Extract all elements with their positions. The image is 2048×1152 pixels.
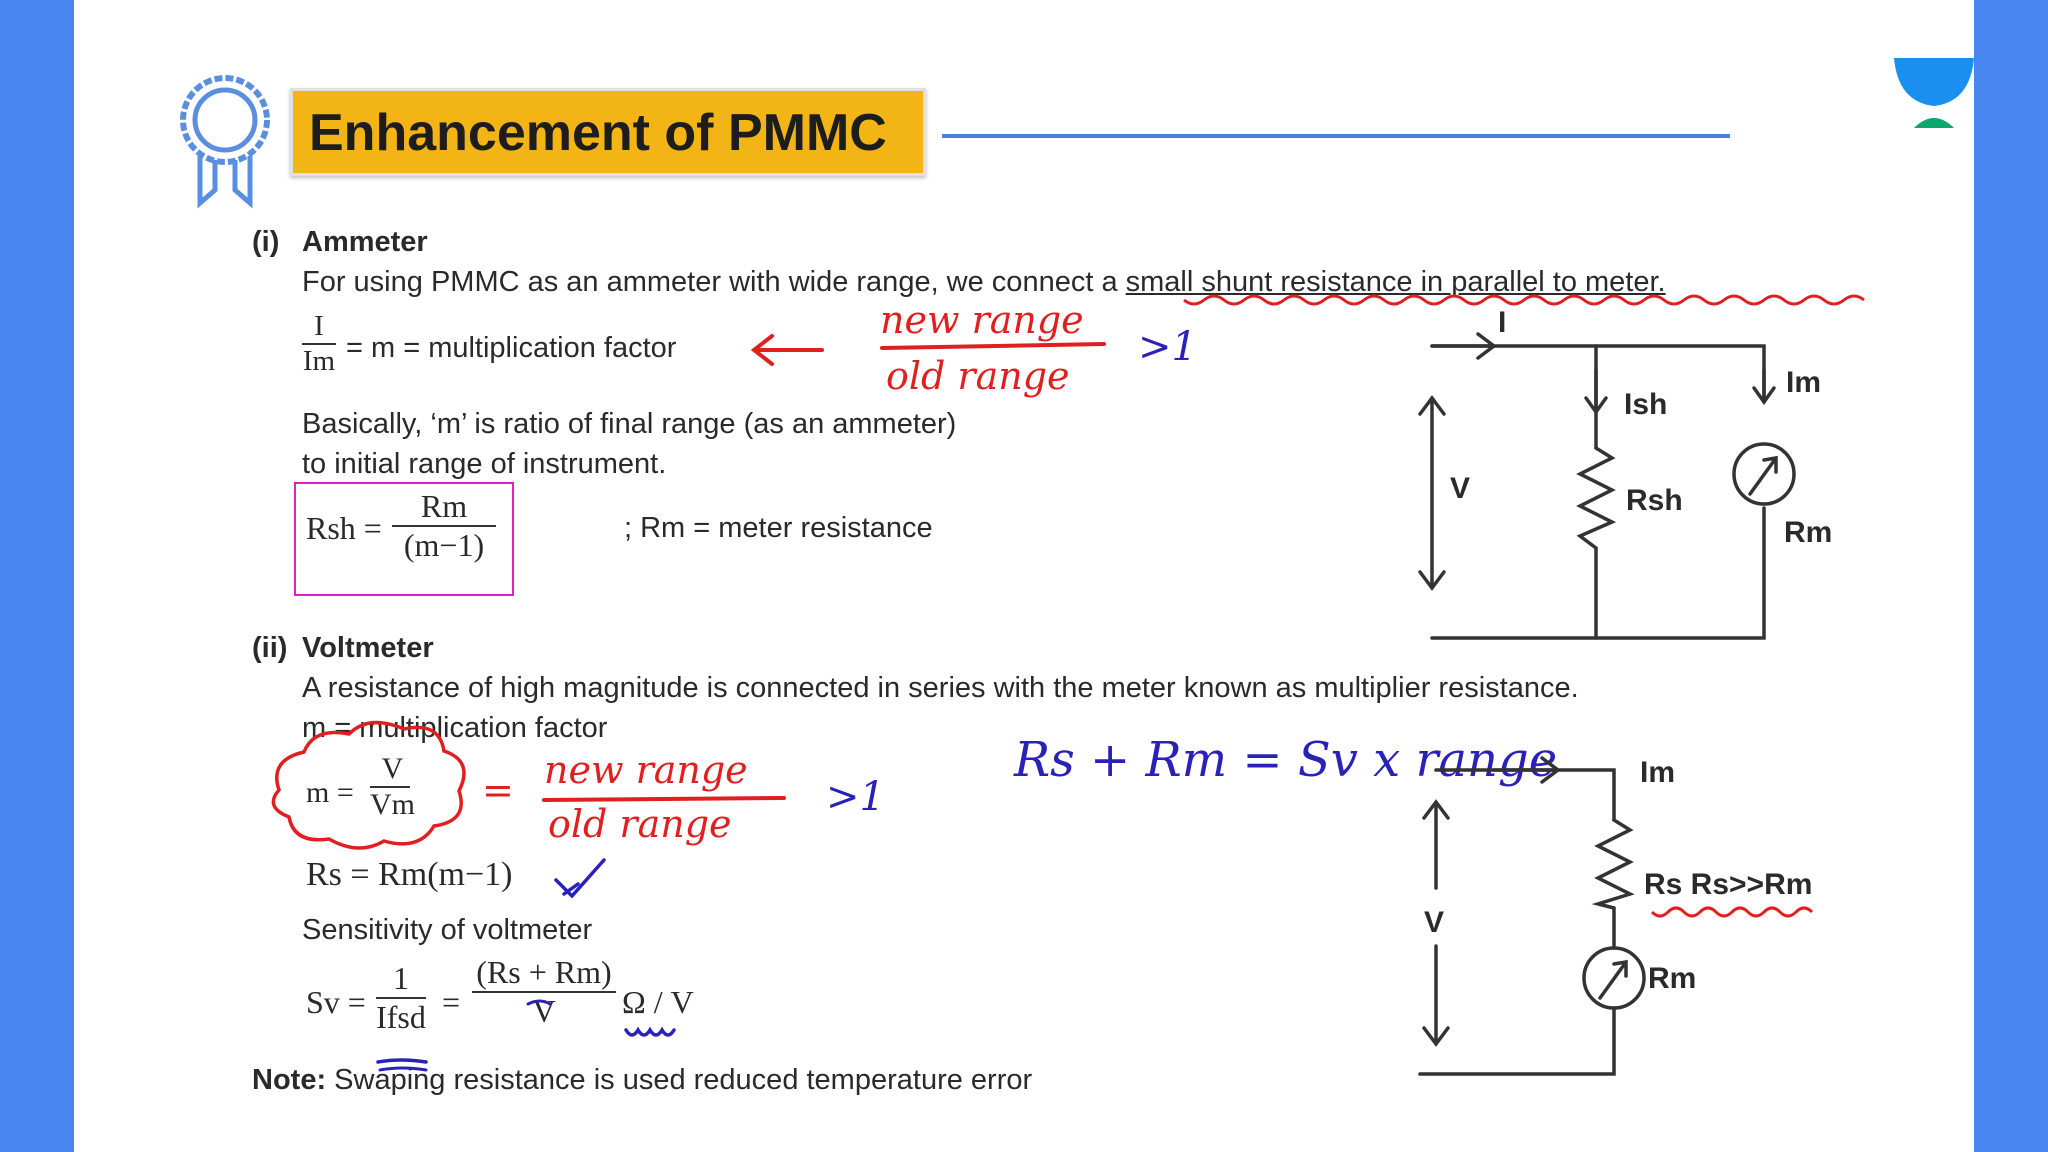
arrow-Ish xyxy=(1584,368,1608,416)
blue-underline-ifsd-2 xyxy=(378,1066,428,1072)
fraction-bar xyxy=(302,343,336,345)
galvanometer-icon xyxy=(1582,946,1646,1010)
sv-denominator-1: Ifsd xyxy=(376,999,426,1035)
ratio-numerator: I xyxy=(314,310,324,342)
circuit-label-Im: Im xyxy=(1786,366,1822,399)
blue-mark xyxy=(526,999,552,1006)
wavy-underline xyxy=(1183,294,1865,306)
basically-line2: to initial range of instrument. xyxy=(302,448,667,480)
page-title: Enhancement of PMMC xyxy=(309,104,887,162)
arrow-Im-v xyxy=(1492,756,1561,784)
sv-unit: Ω / V xyxy=(622,984,694,1020)
sv-numerator-2: (Rs + Rm) xyxy=(476,954,612,990)
wavy-underline-rs xyxy=(1650,906,1814,918)
note-label: Note: xyxy=(252,1064,327,1096)
galvanometer-icon xyxy=(1732,442,1796,506)
basically-line1: Basically, ‘m’ is ratio of final range (… xyxy=(302,408,957,440)
note-old-range: old range xyxy=(886,354,1070,398)
blue-underline-ifsd xyxy=(376,1058,428,1064)
brand-logo-icon xyxy=(1876,26,1974,142)
slide: Enhancement of PMMC (i) Ammeter For usin… xyxy=(74,0,1974,1152)
ammeter-intro: For using PMMC as an ammeter with wide r… xyxy=(302,266,1666,299)
resistor-Rs xyxy=(1591,818,1635,910)
note-new-range-v: new range xyxy=(544,748,748,792)
red-fraction-bar-v xyxy=(542,796,786,802)
m-fraction: V Vm xyxy=(370,752,415,822)
ammeter-heading-number: (i) xyxy=(252,226,280,258)
fraction-bar xyxy=(370,786,410,788)
wire-bottom xyxy=(1430,506,1766,640)
sv-numerator-1: 1 xyxy=(393,960,409,996)
circuit-label-Rm-v: Rm xyxy=(1648,962,1697,995)
circuit-label-V: V xyxy=(1450,472,1471,505)
sv-equals: = xyxy=(442,984,461,1020)
ammeter-heading: Ammeter xyxy=(302,226,428,258)
note-text: Swaping resistance is used reduced tempe… xyxy=(334,1064,1033,1096)
circuit-label-V-v: V xyxy=(1424,906,1445,939)
fraction-bar xyxy=(472,991,616,993)
red-cloud xyxy=(271,720,466,850)
voltmeter-heading-number: (ii) xyxy=(252,632,288,664)
ammeter-intro-underlined: small shunt resistance in parallel to me… xyxy=(1125,266,1666,298)
wire-bottom-v xyxy=(1418,1006,1616,1076)
rsh-fraction: Rm (m−1) xyxy=(392,488,496,564)
voltmeter-heading: Voltmeter xyxy=(302,632,434,664)
blue-squiggle xyxy=(624,1026,676,1037)
ratio-rhs: = m = multiplication factor xyxy=(346,332,677,364)
note-sensitivity-range: Rs + Rm = Sv x range xyxy=(1014,732,1558,788)
circuit-label-Im-v: Im xyxy=(1640,756,1676,789)
wire-top-v xyxy=(1434,768,1616,822)
rsh-formula-box xyxy=(294,482,514,596)
arrow-V xyxy=(1418,395,1446,591)
voltmeter-m-definition: m = multiplication factor xyxy=(302,712,608,744)
rm-definition: ; Rm = meter resistance xyxy=(624,512,933,544)
rsh-lhs: Rsh = xyxy=(306,510,382,546)
red-fraction-bar xyxy=(880,342,1106,350)
voltmeter-circuit xyxy=(1418,756,1646,1076)
galvanometer-needle xyxy=(1598,959,1628,1000)
rsh-denominator: (m−1) xyxy=(403,527,485,563)
arrow-V-v xyxy=(1422,799,1450,1047)
resistor-Rsh xyxy=(1576,446,1617,550)
fraction-bar xyxy=(392,525,496,527)
voltmeter-intro: A resistance of high magnitude is connec… xyxy=(302,672,1579,704)
sv-fraction-2: (Rs + Rm) V xyxy=(472,954,616,1030)
ammeter-circuit xyxy=(1418,332,1796,640)
ammeter-intro-text: For using PMMC as an ammeter with wide r… xyxy=(302,266,1126,298)
m-lhs: m = xyxy=(306,776,354,809)
circuit-label-Ish: Ish xyxy=(1624,388,1668,421)
galvanometer-needle xyxy=(1748,455,1778,496)
blue-check xyxy=(554,858,606,899)
circuit-label-Rm: Rm xyxy=(1784,516,1833,549)
m-numerator: V xyxy=(381,752,404,785)
title-rule xyxy=(942,134,1730,138)
rsh-numerator: Rm xyxy=(420,488,468,524)
ratio-fraction: I Im xyxy=(302,310,336,378)
note-equals: = xyxy=(482,768,514,812)
annotation-strokes xyxy=(271,294,1865,1072)
note-old-range-v: old range xyxy=(548,802,732,846)
arrow-Im xyxy=(1752,368,1776,406)
circuit-label-Rsh: Rsh xyxy=(1626,484,1683,517)
sensitivity-label: Sensitivity of voltmeter xyxy=(302,914,593,946)
rs-formula: Rs = Rm(m−1) xyxy=(306,856,513,893)
ratio-denominator: Im xyxy=(302,345,336,377)
red-arrow xyxy=(750,334,824,366)
note-new-range: new range xyxy=(880,298,1084,342)
m-denominator: Vm xyxy=(370,788,415,821)
title-box: Enhancement of PMMC xyxy=(290,88,926,176)
arrow-I xyxy=(1430,332,1497,360)
circuit-label-I: I xyxy=(1498,306,1507,339)
sv-lhs: Sv = xyxy=(306,984,366,1020)
sv-fraction-1: 1 Ifsd xyxy=(376,960,426,1036)
note-line: Note: Swaping resistance is used reduced… xyxy=(252,1064,1032,1097)
fraction-bar xyxy=(376,997,426,999)
circuit-label-Rs: Rs Rs>>Rm xyxy=(1644,868,1813,901)
ribbon-badge-icon xyxy=(180,75,270,209)
note-greater-than-one-v: >1 xyxy=(826,774,885,820)
note-greater-than-one: >1 xyxy=(1138,324,1197,370)
